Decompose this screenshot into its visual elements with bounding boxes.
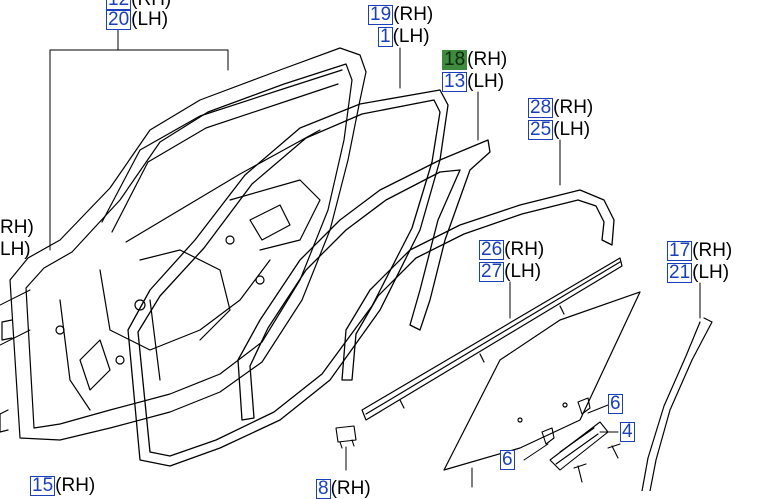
part-number[interactable]: 27 xyxy=(479,261,505,282)
part-number[interactable]: 26 xyxy=(479,239,505,260)
glass-run-channel xyxy=(341,189,615,381)
part-number[interactable]: 13 xyxy=(442,71,468,92)
callout-17: 17(RH) xyxy=(667,240,733,261)
door-panel xyxy=(0,47,367,441)
part-number-highlighted[interactable]: 18 xyxy=(442,49,468,70)
part-number[interactable]: 6 xyxy=(608,393,623,414)
callout-19: 19(RH) xyxy=(368,4,434,25)
callout-18: 18(RH) xyxy=(442,49,508,70)
inner-door-seal xyxy=(127,89,449,467)
callout-26: 26(RH) xyxy=(479,239,545,260)
callout-clipped-lh: LH) xyxy=(0,239,31,260)
callout-clipped-rh: RH) xyxy=(0,217,34,238)
callout-8: 8(RH) xyxy=(316,478,371,499)
callout-27: 27(LH) xyxy=(479,261,542,282)
door-glass xyxy=(443,291,641,471)
glass-clips-and-bracket xyxy=(335,397,621,483)
callout-15: 15(RH) xyxy=(30,475,96,496)
opening-weatherstrip xyxy=(237,139,491,421)
callout-20: 20(LH) xyxy=(106,9,169,30)
callout-28: 28(RH) xyxy=(528,97,594,118)
part-number[interactable]: 4 xyxy=(620,421,635,442)
callout-1: 1(LH) xyxy=(378,26,430,47)
part-number[interactable]: 15 xyxy=(30,475,56,496)
rear-sash-trim xyxy=(641,317,713,491)
part-number[interactable]: 8 xyxy=(316,478,331,499)
part-number[interactable]: 6 xyxy=(500,449,515,470)
callout-21: 21(LH) xyxy=(667,262,730,283)
leader-lines xyxy=(0,29,701,488)
callout-13: 13(LH) xyxy=(442,71,505,92)
part-number[interactable]: 20 xyxy=(106,9,132,30)
part-number[interactable]: 17 xyxy=(667,240,693,261)
part-number[interactable]: 12 xyxy=(106,0,132,10)
part-number[interactable]: 25 xyxy=(528,119,554,140)
part-number[interactable]: 19 xyxy=(368,4,394,25)
callout-12: 12(RH) xyxy=(106,0,171,10)
callout-6-lower: 6 xyxy=(500,450,515,470)
part-number[interactable]: 21 xyxy=(667,262,693,283)
callout-4: 4 xyxy=(620,422,635,442)
callout-25: 25(LH) xyxy=(528,119,591,140)
callout-6-upper: 6 xyxy=(608,394,623,414)
part-number[interactable]: 28 xyxy=(528,97,554,118)
beltline-weatherstrip xyxy=(361,257,623,421)
part-number[interactable]: 1 xyxy=(378,26,393,47)
